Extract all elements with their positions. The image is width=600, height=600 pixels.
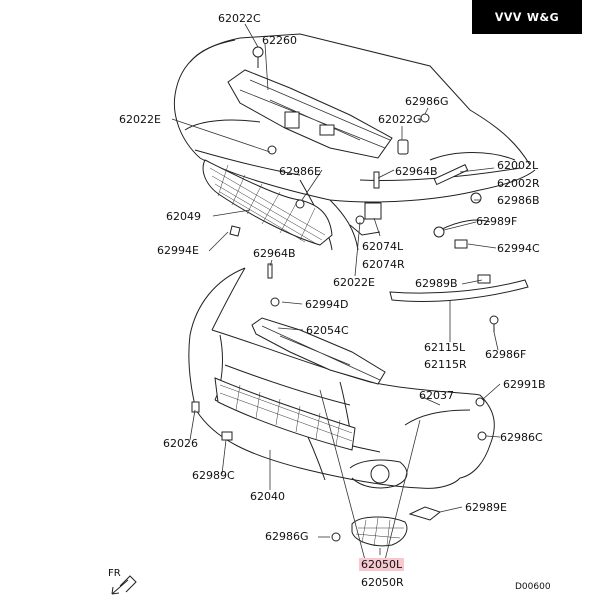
part-label-62986E[interactable]: 62986E [279,165,321,178]
lower-grille [214,377,356,451]
side-strip [389,274,529,332]
part-label-62986B[interactable]: 62986B [497,194,540,207]
part-label-62022E-mid[interactable]: 62022E [333,276,375,289]
part-label-62022G[interactable]: 62022G [378,113,422,126]
part-label-62989B[interactable]: 62989B [415,277,458,290]
logo-mark-icon: ᐯᐯᐯ [494,10,522,24]
part-label-62074R[interactable]: 62074R [362,258,405,271]
part-label-62050L-highlight: 62050L [359,558,405,571]
part-label-62002R[interactable]: 62002R [497,177,540,190]
part-label-62022E-top[interactable]: 62022E [119,113,161,126]
upper-bracket [227,69,393,159]
part-label-62050R[interactable]: 62050R [361,576,404,589]
lower-bracket [191,263,487,521]
part-label-62991B[interactable]: 62991B [503,378,546,391]
front-direction-label: FR [108,568,121,579]
side-clips-top [229,46,482,249]
part-label-62022C[interactable]: 62022C [218,12,261,25]
part-label-62260[interactable]: 62260 [262,34,297,47]
part-label-62986F[interactable]: 62986F [485,348,527,361]
part-label-62074L[interactable]: 62074L [362,240,404,253]
upper-grille [202,159,333,246]
part-label-62054C[interactable]: 62054C [306,324,349,337]
part-label-62026[interactable]: 62026 [163,437,198,450]
part-label-62986G-bot[interactable]: 62986G [265,530,309,543]
part-label-62964B-mid[interactable]: 62964B [253,247,296,260]
part-label-62002L[interactable]: 62002L [497,159,539,172]
part-label-62049[interactable]: 62049 [166,210,201,223]
diagram-code: D00600 [515,582,551,592]
brand-logo: ᐯᐯᐯ W&G [472,0,582,34]
part-label-62994D[interactable]: 62994D [305,298,349,311]
part-label-62989C[interactable]: 62989C [192,469,235,482]
part-label-62040[interactable]: 62040 [250,490,285,503]
part-label-62115R[interactable]: 62115R [424,358,467,371]
part-label-62050L[interactable]: 62050L [359,558,405,571]
fog-cover [331,516,408,547]
part-label-62989E[interactable]: 62989E [465,501,507,514]
part-label-62037[interactable]: 62037 [419,389,454,402]
part-label-62989F[interactable]: 62989F [476,215,518,228]
part-label-62986C[interactable]: 62986C [500,431,543,444]
part-label-62994E[interactable]: 62994E [157,244,199,257]
part-label-62115L[interactable]: 62115L [424,341,466,354]
logo-text: W&G [526,10,560,24]
part-label-62994C[interactable]: 62994C [497,242,540,255]
part-label-62986G-top[interactable]: 62986G [405,95,449,108]
part-label-62964B-top[interactable]: 62964B [395,165,438,178]
front-direction-arrow-icon [111,575,137,595]
leader-lines [171,23,501,561]
